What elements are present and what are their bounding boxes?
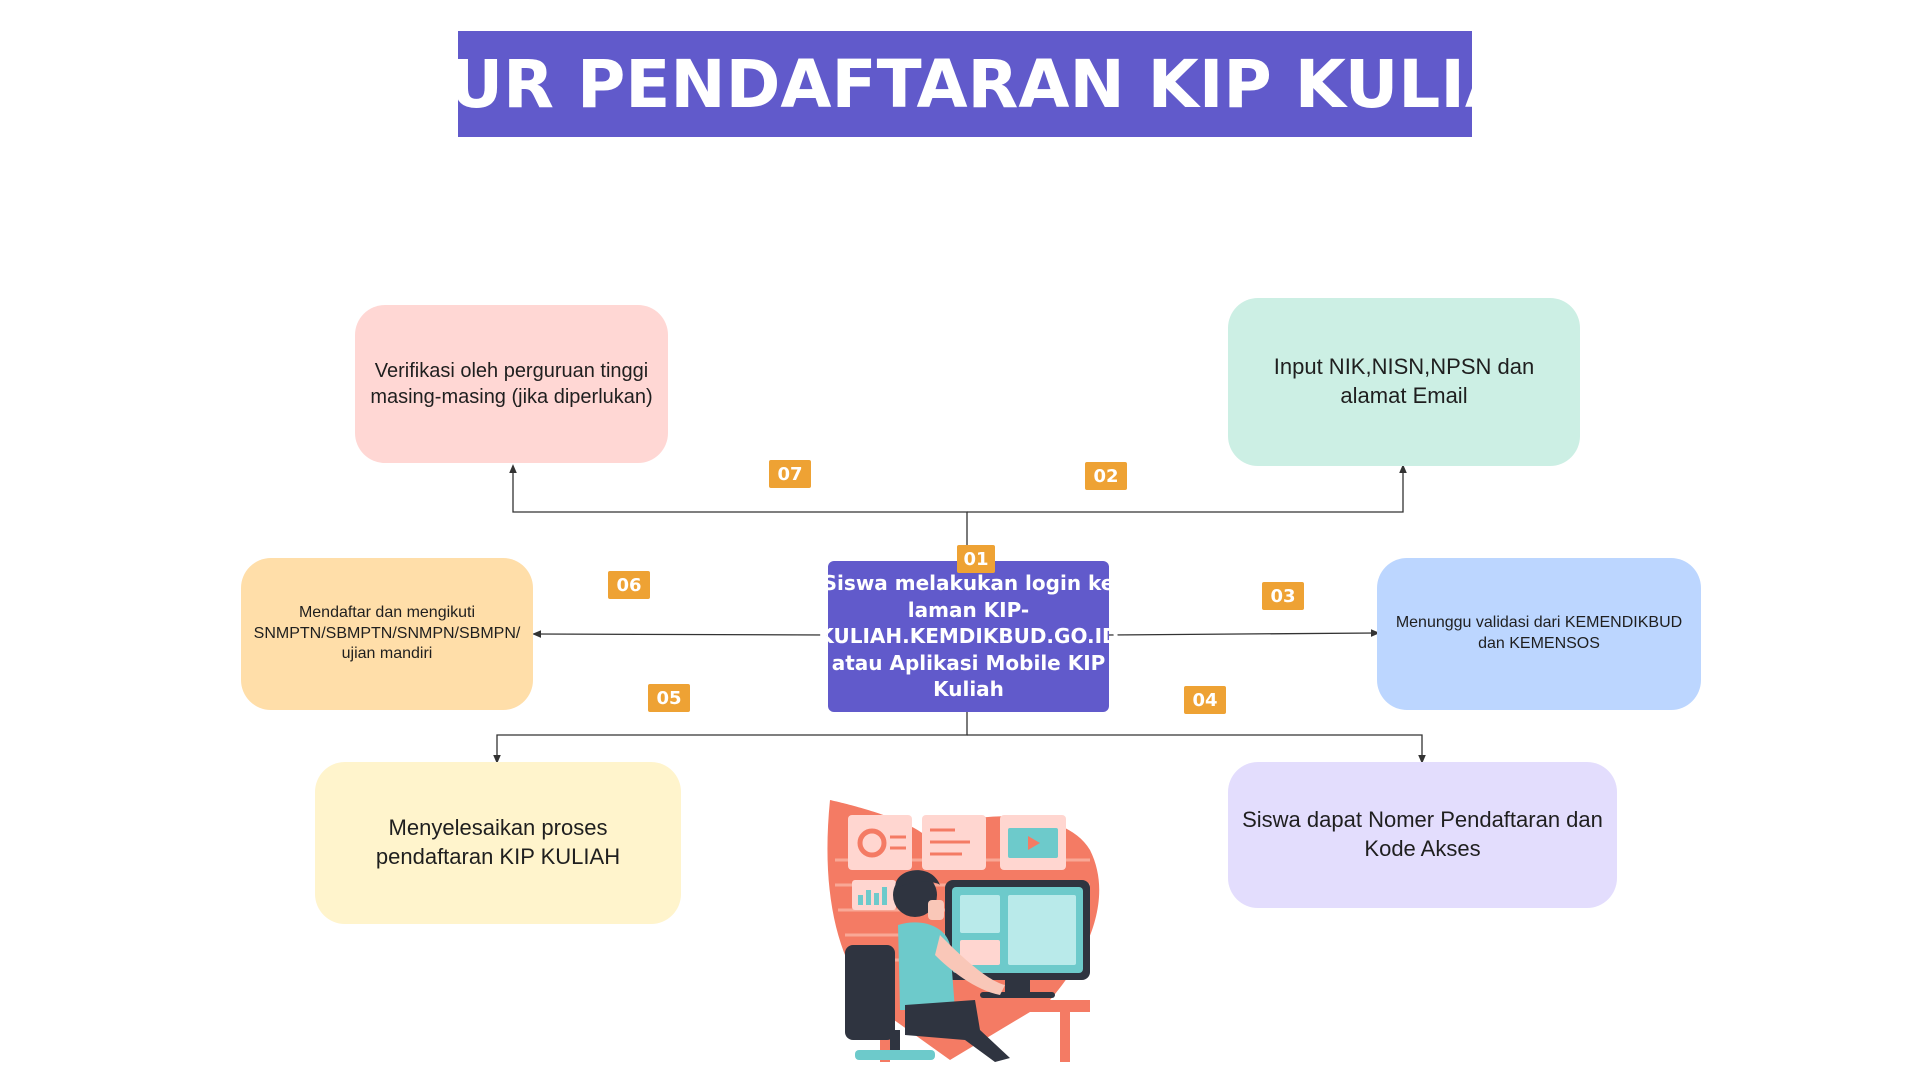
step-06-text: Mendaftar dan mengikuti SNMPTN/SBMPTN/SN… [253, 603, 521, 663]
connector-to-step-02 [967, 464, 1407, 513]
page-title: ALUR PENDAFTARAN KIP KULIAH [458, 31, 1472, 137]
step-03-text: Menunggu validasi dari KEMENDIKBUD dan K… [1395, 614, 1683, 652]
step-04-badge: 04 [1184, 686, 1226, 714]
connector-to-step-06 [532, 630, 828, 638]
step-05-text: Menyelesaikan proses pendaftaran KIP KUL… [375, 815, 621, 869]
step-07-box: Verifikasi oleh perguruan tinggi masing-… [355, 305, 668, 463]
step-01-text: Siswa melakukan login ke laman KIP-KULIA… [818, 571, 1119, 702]
step-01-box: Siswa melakukan login ke laman KIP-KULIA… [818, 561, 1119, 712]
step-04-text: Siswa dapat Nomer Pendaftaran dan Kode A… [1242, 807, 1603, 861]
step-07-badge: 07 [769, 460, 811, 488]
connector-to-step-07 [509, 464, 968, 560]
step-05-badge: 05 [648, 684, 690, 712]
step-02-badge: 02 [1085, 462, 1127, 490]
step-07-text: Verifikasi oleh perguruan tinggi masing-… [370, 360, 653, 408]
step-04-box: Siswa dapat Nomer Pendaftaran dan Kode A… [1228, 762, 1617, 908]
step-03-badge: 03 [1262, 582, 1304, 610]
step-02-text: Input NIK,NISN,NPSN dan alamat Email [1273, 354, 1535, 408]
connector-to-step-05 [493, 710, 968, 764]
step-01-badge: 01 [957, 545, 995, 573]
step-05-box: Menyelesaikan proses pendaftaran KIP KUL… [315, 762, 681, 924]
step-06-box: Mendaftar dan mengikuti SNMPTN/SBMPTN/SN… [241, 558, 533, 710]
step-03-box: Menunggu validasi dari KEMENDIKBUD dan K… [1377, 558, 1701, 710]
connector-to-step-03 [1107, 629, 1380, 637]
step-02-box: Input NIK,NISN,NPSN dan alamat Email [1228, 298, 1580, 466]
step-06-badge: 06 [608, 571, 650, 599]
connector-to-step-04 [967, 734, 1426, 764]
